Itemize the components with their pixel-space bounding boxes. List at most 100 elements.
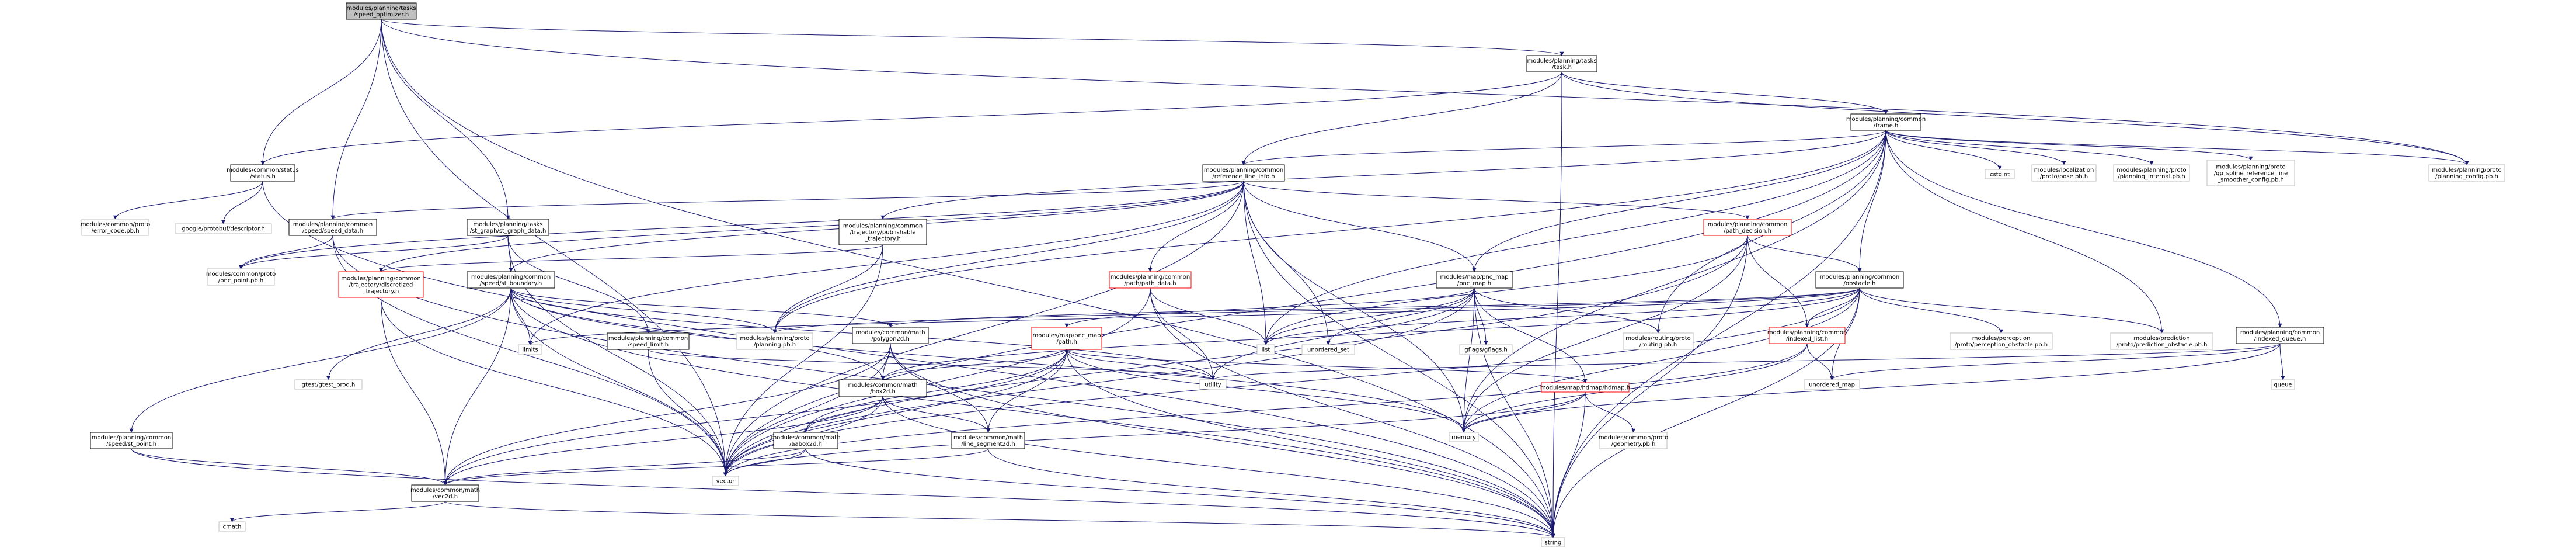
node-box2d[interactable]: modules/common/math/box2d.h [838,379,927,397]
node-pncmap[interactable]: modules/map/pnc_map/pnc_map.h [1436,271,1513,289]
node-stboundary[interactable]: modules/planning/common/speed/st_boundar… [467,271,555,289]
node-box [1301,344,1355,355]
node-status[interactable]: modules/common/status/status.h [227,164,299,182]
node-box [2206,160,2295,186]
node-label: modules/map/pnc_map [1440,274,1508,280]
node-label: /obstacle.h [1843,280,1875,287]
edge-indexedqueue-to-utility [1211,343,2281,380]
edge-aabox-to-vec2d [443,448,806,486]
edge-indexedqueue-to-memory [1461,343,2281,433]
edge-indexedlist-to-memory [1461,343,1808,433]
edge-status-to-string [262,181,1555,538]
edge-obstacle-to-memory [1461,287,1860,433]
node-label: modules/planning/tasks [1527,58,1596,64]
node-task[interactable]: modules/planning/tasks/task.h [1526,55,1597,72]
edge-pathdata-to-string [1150,287,1555,538]
edge-indexedlist-to-vector [723,343,1808,477]
node-box [2271,379,2295,390]
node-hdmap[interactable]: modules/map/hdmap/hdmap.h [1540,382,1630,393]
node-label: /path/path_data.h [1124,280,1176,287]
node-label: /speed/st_point.h [106,441,156,448]
edge-pncmap-to-path [1064,287,1475,328]
node-planint: modules/planning/proto/planning_internal… [2113,164,2190,182]
node-polygon[interactable]: modules/common/math/polygon2d.h [852,327,929,344]
node-obstacle[interactable]: modules/planning/common/obstacle.h [1815,271,1904,289]
node-box [288,219,377,236]
node-pathdata[interactable]: modules/planning/common/path/path_data.h [1109,271,1192,289]
edge-hdmap-to-string [1551,391,1586,538]
edge-polygon-to-string [890,343,1555,538]
node-speedlimit[interactable]: modules/planning/common/speed_limit.h [607,332,690,350]
node-frame[interactable]: modules/planning/common/frame.h [1846,113,1926,131]
node-pubtraj[interactable]: modules/planning/common/trajectory/publi… [838,219,927,245]
edge-pathdec-to-string [1551,235,1748,538]
edge-refline-to-speeddata [330,181,1244,220]
node-label: /task.h [1552,64,1572,71]
node-vec2d[interactable]: modules/common/math/vec2d.h [410,484,480,502]
edge-refline-to-planningpb [772,181,1244,334]
node-label: string [1545,540,1562,546]
edge-pncmap-to-routing [1474,287,1661,334]
node-speedpoint[interactable]: modules/planning/common/speed/st_point.h [90,432,173,449]
node-label: _smoother_config.pb.h [2217,177,2284,183]
node-box [467,219,549,236]
edge-task-to-planconfig [1561,71,2469,165]
node-utility: utility [1199,379,1227,390]
node-box [207,268,275,286]
node-label: /speed_limit.h [628,342,669,348]
node-speeddata[interactable]: modules/planning/common/speed/speed_data… [288,219,377,236]
node-root[interactable]: modules/planning/tasks/speed_optimizer.h [346,2,417,20]
node-box [773,432,838,449]
node-label: /planning.pb.h [754,342,796,348]
node-label: modules/prediction [2133,335,2189,342]
node-label: modules/routing/proto [1625,335,1691,342]
node-label: /planning_internal.pb.h [2118,174,2185,180]
edge-pubtraj-to-planningpb [772,244,883,334]
node-unordset: unordered_set [1301,344,1355,355]
edge-path-to-vec2d [443,349,1067,486]
edge-path-to-string [1066,349,1555,538]
node-box [1815,271,1904,289]
edge-refline-to-pncpoint [239,181,1244,269]
node-label: modules/planning/proto [2216,164,2285,171]
node-label: gflags/gflags.h [1464,347,1508,354]
node-label: /proto/prediction_obstacle.pb.h [2117,342,2208,348]
node-path[interactable]: modules/map/pnc_map/path.h [1031,327,1102,350]
node-label: /indexed_list.h [1786,336,1828,342]
edge-refline-to-vector [723,181,1244,477]
edge-pncmap-to-string [1474,287,1555,538]
node-box [838,219,927,245]
node-label: /qp_spline_reference_line [2214,171,2288,177]
node-disctraj[interactable]: modules/planning/common/trajectory/discr… [338,271,424,298]
node-label: gtest/gtest_prod.h [302,382,356,389]
node-stgraph[interactable]: modules/planning/tasks/st_graph/st_graph… [467,219,549,236]
node-label: list [1262,347,1270,354]
edge-pubtraj-to-vector [723,244,883,477]
node-label: /polygon2d.h [871,336,910,342]
edge-vec2d-to-string [445,501,1555,538]
edge-disctraj-to-vec2d [381,297,447,486]
node-label: modules/planning/tasks [346,5,416,12]
node-indexedqueue[interactable]: modules/planning/common/indexed_queue.h [2236,327,2324,344]
node-pathdec[interactable]: modules/planning/common/path_decision.h [1703,219,1792,236]
node-label: /st_graph/st_graph_data.h [470,228,546,234]
node-label: modules/planning/common [2240,330,2320,336]
node-box [838,379,927,397]
node-cmath: cmath [218,521,246,532]
edge-polygon-to-lineseg [890,343,990,433]
edge-frame-to-vector [723,130,1886,477]
edge-speedpoint-to-vec2d [131,448,447,486]
node-indexedlist[interactable]: modules/planning/common/indexed_list.h [1767,327,1847,344]
node-label: modules/common/math [953,435,1023,441]
node-pncpoint: modules/common/proto/pnc_point.pb.h [206,268,276,286]
edge-frame-to-memory [1461,130,1886,433]
node-lineseg[interactable]: modules/common/math/line_segment2d.h [951,432,1025,449]
edge-box2d-to-vec2d [443,396,883,486]
node-aabox[interactable]: modules/common/math/aabox2d.h [771,432,841,449]
edge-status-to-descriptor [221,181,263,224]
node-box [951,432,1025,449]
edge-pubtraj-to-disctraj [379,244,883,272]
node-refline[interactable]: modules/planning/common/reference_line_i… [1202,164,1285,182]
node-box [518,344,542,355]
